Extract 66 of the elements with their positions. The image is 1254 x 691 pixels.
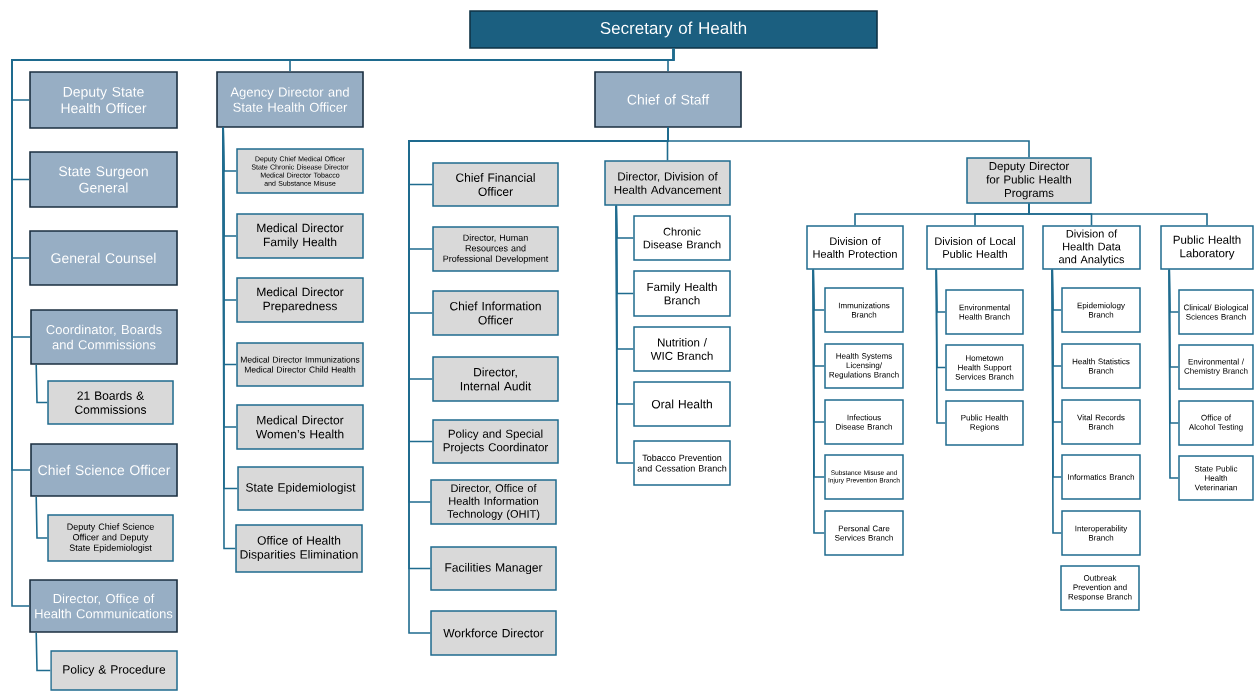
position-box: State Epidemiologist	[237, 466, 364, 511]
position-box: Oral Health	[633, 381, 731, 427]
position-box: Informatics Branch	[1061, 454, 1141, 500]
position-box: Chief Information Officer	[432, 290, 559, 336]
connector-line	[935, 268, 947, 424]
position-box: Director, Human Resources and Professional Development	[432, 226, 559, 272]
connector-line	[667, 48, 675, 72]
position-box: 21 Boards & Commissions	[47, 380, 174, 425]
position-box: Policy and Special Projects Coordinator	[432, 419, 559, 464]
position-box: Workforce Director	[430, 610, 557, 656]
position-box: Policy & Procedure	[50, 650, 178, 691]
position-box: Agency Director and State Health Officer	[216, 71, 364, 128]
position-box: Director, Division of Health Advancement	[604, 160, 731, 206]
connector-line	[667, 127, 1030, 159]
position-box: Deputy Chief Science Officer and Deputy State Epidemiologist	[47, 514, 174, 562]
connector-line	[1168, 268, 1180, 479]
position-box: Director, Internal Audit	[432, 356, 559, 402]
position-box: Environmental / Chemistry Branch	[1178, 344, 1254, 390]
connector-line	[35, 632, 52, 672]
position-box: Office of Alcohol Testing	[1178, 400, 1254, 446]
position-box: Chronic Disease Branch	[633, 215, 731, 261]
position-box: Immunizations Branch	[824, 287, 904, 333]
position-box: Nutrition / WIC Branch	[633, 326, 731, 372]
position-box: Deputy State Health Officer	[29, 71, 178, 129]
connector-line	[222, 127, 237, 550]
position-box: Environmental Health Branch	[945, 289, 1024, 335]
position-box: Hometown Health Support Services Branch	[945, 344, 1024, 391]
position-box: Medical Director Preparedness	[236, 277, 364, 323]
position-box: Chief Science Officer	[30, 443, 178, 497]
position-box: Division of Health Data and Analytics	[1042, 225, 1141, 270]
position-box: Medical Director Immunizations Medical Director Child Health	[236, 342, 364, 387]
connector-line	[615, 204, 635, 464]
position-box: Chief of Staff	[594, 71, 742, 128]
position-box: Coordinator, Boards and Commissions	[30, 309, 178, 365]
title-box: Secretary of Health	[469, 10, 878, 49]
position-box: Public Health Regions	[945, 400, 1024, 446]
position-box: Medical Director Women’s Health	[236, 404, 364, 450]
position-box: Medical Director Family Health	[236, 213, 364, 259]
position-box: Division of Health Protection	[806, 225, 904, 270]
position-box: Public Health Laboratory	[1160, 225, 1254, 270]
position-box: Clinical/ Biological Sciences Branch	[1178, 289, 1254, 335]
connector-line	[35, 364, 49, 404]
position-box: Deputy Director for Public Health Programs	[966, 157, 1092, 204]
position-box: Office of Health Disparities Elimination	[235, 524, 363, 573]
position-box: Family Health Branch	[633, 270, 731, 317]
position-box: Epidemiology Branch	[1061, 287, 1141, 333]
position-box: Personal Care Services Branch	[824, 510, 904, 556]
position-box: Interoperability Branch	[1061, 510, 1141, 556]
position-box: Facilities Manager	[430, 546, 557, 591]
connector-line	[1051, 268, 1063, 534]
connector-line	[812, 268, 826, 534]
position-box: State Public Health Veterinarian	[1178, 455, 1254, 501]
connector-line	[1028, 202, 1208, 227]
position-box: Tobacco Prevention and Cessation Branch	[633, 440, 731, 486]
position-box: Director, Office of Health Information Technology (OHIT)	[430, 479, 557, 525]
position-box: Chief Financial Officer	[432, 162, 559, 207]
position-box: Infectious Disease Branch	[824, 399, 904, 445]
position-box: Vital Records Branch	[1061, 399, 1141, 445]
position-box: Division of Local Public Health	[926, 225, 1024, 270]
position-box: Outbreak Prevention and Response Branch	[1060, 565, 1140, 611]
position-box: General Counsel	[29, 230, 178, 286]
connector-line	[35, 496, 49, 539]
position-box: State Surgeon General	[29, 151, 178, 208]
position-box: Health Statistics Branch	[1061, 343, 1141, 389]
position-box: Health Systems Licensing/ Regulations Branch	[824, 343, 904, 389]
position-box: Director, Office of Health Communications	[29, 579, 178, 633]
